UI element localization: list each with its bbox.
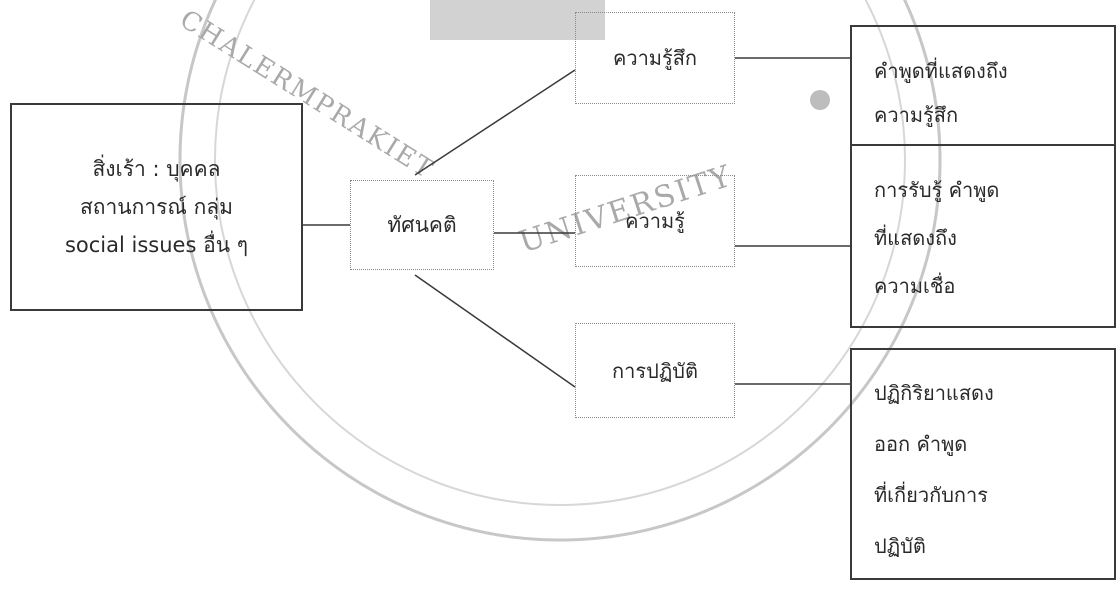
stimulus-line-3: social issues อื่น ๆ <box>64 233 249 257</box>
practice-outcome-line-4: ปฏิบัติ <box>874 534 926 558</box>
stimulus-box: สิ่งเร้า : บุคคล สถานการณ์ กลุ่ม social … <box>10 103 303 311</box>
knowledge-label: ความรู้ <box>625 209 685 233</box>
practice-component-node: การปฏิบัติ <box>575 323 735 418</box>
practice-outcome-line-3: ที่เกี่ยวกับการ <box>874 483 988 507</box>
stimulus-line-2: สถานการณ์ กลุ่ม <box>79 195 234 219</box>
feeling-label: ความรู้สึก <box>612 46 698 70</box>
feeling-component-node: ความรู้สึก <box>575 12 735 104</box>
knowledge-outcome-line-1: การรับรู้ คำพูด <box>874 178 1000 202</box>
attitude-node: ทัศนคติ <box>350 180 494 270</box>
practice-outcome-line-2: ออก คำพูด <box>874 432 968 456</box>
knowledge-outcome-line-3: ความเชื่อ <box>874 274 956 298</box>
practice-label: การปฏิบัติ <box>612 358 698 383</box>
feeling-outcome-line-1: คำพูดที่แสดงถึง <box>874 59 1008 83</box>
practice-outcome-box: ปฏิกิริยาแสดง ออก คำพูด ที่เกี่ยวกับการ … <box>850 348 1116 580</box>
knowledge-outcome-box: การรับรู้ คำพูด ที่แสดงถึง ความเชื่อ <box>850 144 1116 328</box>
practice-outcome-line-1: ปฏิกิริยาแสดง <box>874 381 994 405</box>
line-attitude-feeling <box>414 69 576 176</box>
knowledge-outcome-line-2: ที่แสดงถึง <box>874 226 957 250</box>
line-attitude-practice <box>414 274 576 388</box>
stimulus-line-1: สิ่งเร้า : บุคคล <box>92 157 221 181</box>
knowledge-component-node: ความรู้ <box>575 175 735 267</box>
feeling-outcome-box: คำพูดที่แสดงถึง ความรู้สึก <box>850 25 1116 146</box>
attitude-label: ทัศนคติ <box>387 212 457 237</box>
feeling-outcome-line-2: ความรู้สึก <box>874 103 959 127</box>
